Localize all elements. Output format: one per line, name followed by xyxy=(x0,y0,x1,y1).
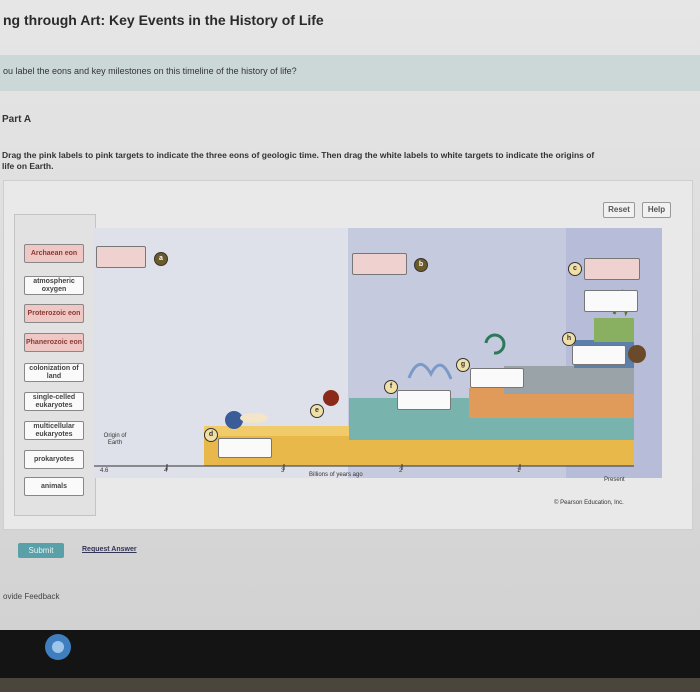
page-title: ng through Art: Key Events in the Histor… xyxy=(3,12,324,28)
marker-e: e xyxy=(310,404,324,418)
white-target-1[interactable] xyxy=(584,290,638,312)
animal-illustration xyxy=(628,345,646,363)
label-archaean-eon[interactable]: Archaean eon xyxy=(24,244,84,263)
multicellular-illustration xyxy=(407,363,453,380)
multicellular-band xyxy=(504,366,634,394)
white-target-4[interactable] xyxy=(397,390,451,410)
label-proterozoic-eon[interactable]: Proterozoic eon xyxy=(24,304,84,323)
instruction-line-2: life on Earth. xyxy=(2,161,54,171)
marker-f: f xyxy=(384,380,398,394)
white-target-3[interactable] xyxy=(470,368,524,388)
marker-g: g xyxy=(456,358,470,372)
copyright-label: © Pearson Education, Inc. xyxy=(554,500,624,506)
eukaryote-cell-illustration xyxy=(323,390,339,406)
prokaryote-cell-illustration xyxy=(225,411,243,429)
reset-button[interactable]: Reset xyxy=(603,202,635,218)
question-bar xyxy=(0,55,700,91)
white-target-5[interactable] xyxy=(218,438,272,458)
origin-of-earth-label: Origin of Earth xyxy=(103,433,127,446)
marker-h: h xyxy=(562,332,576,346)
land-band xyxy=(594,318,634,342)
ammonite-illustration xyxy=(484,333,506,355)
pink-target-2[interactable] xyxy=(352,253,407,275)
marker-c: c xyxy=(568,262,582,276)
pink-target-3[interactable] xyxy=(584,258,640,280)
help-button[interactable]: Help xyxy=(642,202,671,218)
label-phanerozoic-eon[interactable]: Phanerozoic eon xyxy=(24,333,84,352)
stromatolite-illustration xyxy=(240,413,268,423)
taskbar-strip xyxy=(0,678,700,692)
tick-label-3: 3 xyxy=(281,468,285,474)
marker-a: a xyxy=(154,252,168,266)
label-multicellular-eukaryotes[interactable]: multicellular eukaryotes xyxy=(24,421,84,440)
present-label: Present xyxy=(604,477,625,483)
axis-label: Billions of years ago xyxy=(309,472,363,478)
label-single-celled-eukaryotes[interactable]: single-celled eukaryotes xyxy=(24,392,84,411)
marker-b: b xyxy=(414,258,428,272)
part-label: Part A xyxy=(2,114,32,125)
tick-label-4: 4 xyxy=(164,468,168,474)
provide-feedback-link[interactable]: ovide Feedback xyxy=(3,592,60,601)
instruction-line-1: Drag the pink labels to pink targets to … xyxy=(2,150,595,160)
label-atmospheric-oxygen[interactable]: atmospheric oxygen xyxy=(24,276,84,295)
tick-label-2: 2 xyxy=(399,468,403,474)
white-target-2[interactable] xyxy=(572,345,626,365)
label-prokaryotes[interactable]: prokaryotes xyxy=(24,450,84,469)
timeline-diagram: a b c d e f g h Origin of Earth 4.6 4 3 … xyxy=(94,228,662,518)
pink-target-1[interactable] xyxy=(96,246,146,268)
submit-button[interactable]: Submit xyxy=(18,543,64,558)
label-colonization-of-land[interactable]: colonization of land xyxy=(24,363,84,382)
question-text: ou label the eons and key milestones on … xyxy=(3,66,297,76)
taskbar xyxy=(0,630,700,692)
request-answer-link[interactable]: Request Answer xyxy=(82,546,137,553)
start-button-icon[interactable] xyxy=(45,634,71,660)
tick-label-4-6: 4.6 xyxy=(100,468,109,474)
marker-d: d xyxy=(204,428,218,442)
instructions: Drag the pink labels to pink targets to … xyxy=(2,150,700,172)
tick-label-1: 1 xyxy=(517,468,521,474)
label-animals[interactable]: animals xyxy=(24,477,84,496)
